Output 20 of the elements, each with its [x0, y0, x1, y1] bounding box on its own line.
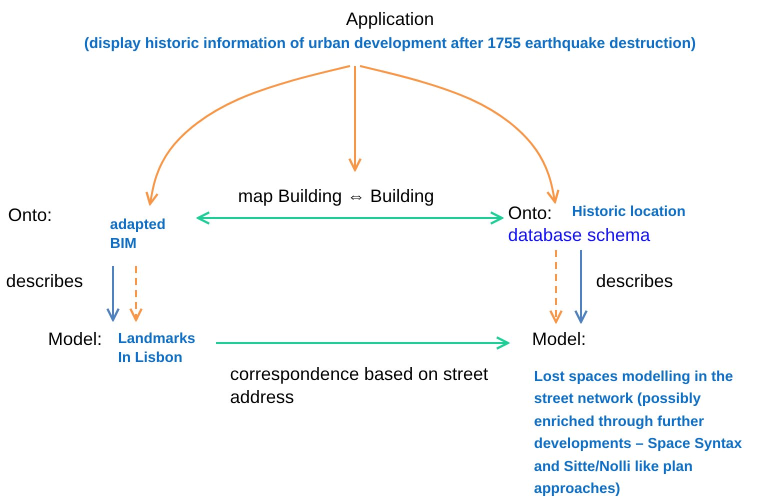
ontology-name: database schema — [508, 224, 650, 247]
heading-text: Application — [344, 8, 436, 31]
arrow — [145, 65, 350, 206]
label-text: Model: — [532, 328, 586, 351]
arrow — [216, 336, 510, 350]
dashed-arrow — [549, 250, 563, 324]
ontology-name: Historic location — [572, 203, 686, 222]
label-text: Onto: — [508, 202, 552, 225]
label-text: Model: — [48, 328, 102, 351]
model-description: Lost spaces modelling in the street network (possibly enriched through further developments – Space Syntax and Sitte/Nolli like plan approaches) — [534, 368, 743, 500]
dashed-arrow — [129, 266, 143, 322]
arrow — [360, 65, 560, 204]
label-text: Onto: — [8, 204, 52, 227]
ontology-name: adapted BIM — [110, 216, 167, 254]
arrow — [348, 66, 362, 172]
model-name: Landmarks In Lisbon — [118, 330, 196, 368]
description-text: (display historic information of urban development after 1755 earthquake destruction) — [83, 34, 697, 54]
double-arrow — [196, 211, 504, 225]
arrow — [106, 266, 120, 322]
arrow — [574, 250, 588, 324]
